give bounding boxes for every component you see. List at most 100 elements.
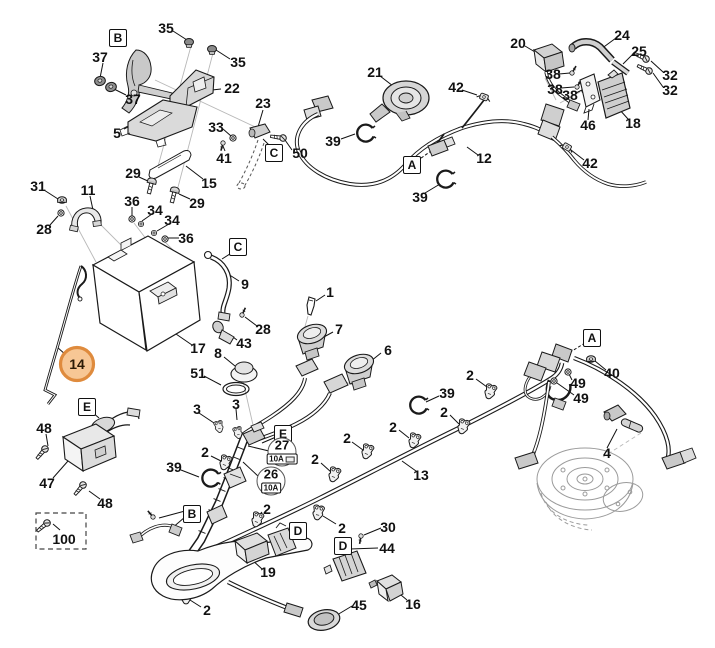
plate-15 xyxy=(148,150,192,180)
callout-34-a[interactable]: 34 xyxy=(147,202,163,218)
callout-38-a[interactable]: 38 xyxy=(545,66,561,82)
callout-49-a[interactable]: 49 xyxy=(570,375,586,391)
callout-39-c[interactable]: 39 xyxy=(166,459,182,475)
callout-39-a[interactable]: 39 xyxy=(325,133,341,149)
callout-37-a[interactable]: 37 xyxy=(92,49,108,65)
callout-35-b[interactable]: 35 xyxy=(230,54,246,70)
callout-23[interactable]: 23 xyxy=(255,95,271,111)
ignition-cable xyxy=(514,355,697,470)
callout-8[interactable]: 8 xyxy=(214,345,222,361)
callout-4[interactable]: 4 xyxy=(603,445,611,461)
callout-39-d[interactable]: 39 xyxy=(439,385,455,401)
callout-9[interactable]: 9 xyxy=(241,276,249,292)
screw-100 xyxy=(34,517,53,535)
callout-1[interactable]: 1 xyxy=(326,284,334,300)
callout-41[interactable]: 41 xyxy=(216,150,232,166)
callout-39-b[interactable]: 39 xyxy=(412,189,428,205)
callout-6[interactable]: 6 xyxy=(384,342,392,358)
callout-37-b[interactable]: 37 xyxy=(125,91,141,107)
callout-43[interactable]: 43 xyxy=(236,335,252,351)
callout-19[interactable]: 19 xyxy=(260,564,276,580)
console-harness-column xyxy=(179,421,266,567)
callout-2-h[interactable]: 2 xyxy=(338,520,346,536)
callout-48-b[interactable]: 48 xyxy=(97,495,113,511)
fuse-callout-27[interactable]: 27 10A xyxy=(266,437,298,467)
callout-2-f[interactable]: 2 xyxy=(440,404,448,420)
callout-22[interactable]: 22 xyxy=(224,80,240,96)
callout-28-b[interactable]: 28 xyxy=(255,321,271,337)
callout-17[interactable]: 17 xyxy=(190,340,206,356)
callout-40[interactable]: 40 xyxy=(604,365,620,381)
callout-2-g[interactable]: 2 xyxy=(466,367,474,383)
fuse-callout-26[interactable]: 26 10A xyxy=(256,466,286,496)
callout-48-a[interactable]: 48 xyxy=(36,420,52,436)
callout-46[interactable]: 46 xyxy=(580,117,596,133)
callout-36-b[interactable]: 36 xyxy=(178,230,194,246)
ref-box-B-2: B xyxy=(183,505,201,523)
callout-11[interactable]: 11 xyxy=(80,182,96,198)
callout-2-i[interactable]: 2 xyxy=(203,602,211,618)
ref-box-A-2: A xyxy=(583,329,601,347)
callout-49-b[interactable]: 49 xyxy=(573,390,589,406)
washer-36-b xyxy=(161,235,169,243)
callout-3-b[interactable]: 3 xyxy=(232,396,240,412)
brake-lever-assembly xyxy=(121,49,173,114)
callout-31[interactable]: 31 xyxy=(30,178,46,194)
mounting-plate-5 xyxy=(119,99,198,148)
callout-35-a[interactable]: 35 xyxy=(158,20,174,36)
ref-box-B-1: B xyxy=(109,29,127,47)
callout-2-e[interactable]: 2 xyxy=(389,419,397,435)
cclip-39-c xyxy=(200,467,224,490)
callout-13[interactable]: 13 xyxy=(413,467,429,483)
washer-34-b xyxy=(150,229,158,237)
callout-5[interactable]: 5 xyxy=(113,125,121,141)
callout-25[interactable]: 25 xyxy=(631,43,647,59)
callout-32-a[interactable]: 32 xyxy=(662,67,678,83)
clip-2-d xyxy=(359,442,375,461)
callout-2-a[interactable]: 2 xyxy=(201,444,209,460)
callout-16[interactable]: 16 xyxy=(405,596,421,612)
callout-28-a[interactable]: 28 xyxy=(36,221,52,237)
callout-34-b[interactable]: 34 xyxy=(164,212,180,228)
callout-7[interactable]: 7 xyxy=(335,321,343,337)
fuse-rating: 10A xyxy=(269,454,284,464)
callout-45[interactable]: 45 xyxy=(351,597,367,613)
callout-38-b[interactable]: 38 xyxy=(547,81,563,97)
callout-51[interactable]: 51 xyxy=(190,365,206,381)
callout-3-a[interactable]: 3 xyxy=(193,401,201,417)
callout-15[interactable]: 15 xyxy=(201,175,217,191)
nut-40 xyxy=(586,355,596,363)
callout-44[interactable]: 44 xyxy=(379,540,395,556)
bracket-22 xyxy=(169,69,215,108)
clip-2-c xyxy=(326,465,342,484)
callout-12[interactable]: 12 xyxy=(476,150,492,166)
harness-branches xyxy=(239,358,349,444)
ref-box-E-1: E xyxy=(78,398,96,416)
callout-24[interactable]: 24 xyxy=(614,27,630,43)
screw-50 xyxy=(269,132,288,143)
callout-33[interactable]: 33 xyxy=(208,119,224,135)
callout-100[interactable]: 100 xyxy=(52,531,76,547)
ref-box-D-2: D xyxy=(334,537,352,555)
callout-20[interactable]: 20 xyxy=(510,35,526,51)
callout-30[interactable]: 30 xyxy=(380,519,396,535)
callout-2-b[interactable]: 2 xyxy=(263,501,271,517)
callout-50[interactable]: 50 xyxy=(292,145,308,161)
callout-36-a[interactable]: 36 xyxy=(124,193,140,209)
callout-42-b[interactable]: 42 xyxy=(582,155,598,171)
ground-cable-9 xyxy=(203,250,232,322)
console-base xyxy=(150,537,313,601)
callout-29-b[interactable]: 29 xyxy=(189,195,205,211)
callout-18[interactable]: 18 xyxy=(625,115,641,131)
switch-7 xyxy=(296,323,328,361)
callout-2-d[interactable]: 2 xyxy=(343,430,351,446)
callout-32-b[interactable]: 32 xyxy=(662,82,678,98)
callout-14-highlighted[interactable]: 14 xyxy=(69,356,85,372)
connector-20 xyxy=(532,43,581,112)
callout-38-c[interactable]: 38 xyxy=(562,87,578,103)
callout-42-a[interactable]: 42 xyxy=(448,79,464,95)
callout-21[interactable]: 21 xyxy=(367,64,383,80)
callout-2-c[interactable]: 2 xyxy=(311,451,319,467)
callout-29-a[interactable]: 29 xyxy=(125,165,141,181)
callout-47[interactable]: 47 xyxy=(39,475,55,491)
